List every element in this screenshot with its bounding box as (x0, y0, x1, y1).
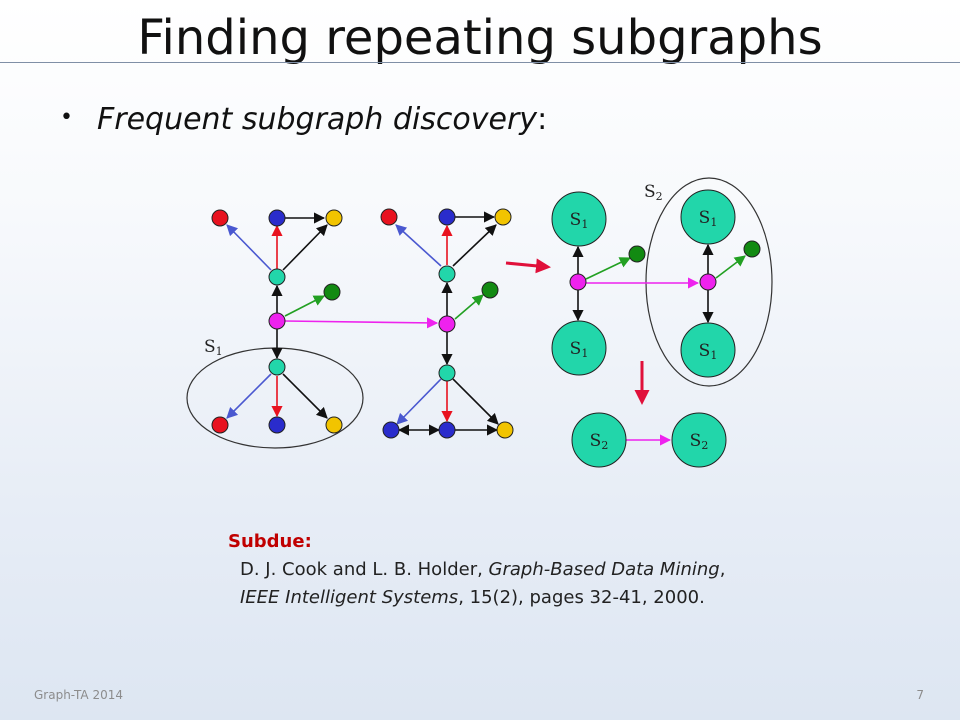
edge (715, 255, 746, 279)
node-blue (438, 421, 456, 439)
node-s1 (680, 189, 736, 245)
edge (226, 224, 272, 271)
reference-line-2: IEEE Intelligent Systems, 15(2), pages 3… (228, 584, 725, 612)
bullet-dot-icon: • (60, 104, 73, 130)
node-yellow (494, 208, 512, 226)
node-blue (268, 209, 286, 227)
node-s1 (680, 322, 736, 378)
node-red (380, 208, 398, 226)
node-yellow (325, 416, 343, 434)
node-red (211, 209, 229, 227)
node-s1-label: S1 (570, 210, 589, 231)
node-teal (438, 364, 456, 382)
input-graph-1: S1 (186, 209, 439, 449)
edge (226, 373, 272, 419)
reference-work-title: Graph-Based Data Mining (488, 559, 720, 580)
compressed-graph-s1: S2 S1 S1 S1 S1 (551, 177, 773, 387)
node-magenta (699, 273, 717, 291)
node-teal (268, 268, 286, 286)
node-red (211, 416, 229, 434)
edge (452, 224, 497, 267)
node-magenta (438, 315, 456, 333)
reference-line-1: D. J. Cook and L. B. Holder, Graph-Based… (240, 559, 726, 580)
node-teal (268, 358, 286, 376)
node-s1-label: S1 (699, 341, 718, 362)
slide-title: Finding repeating subgraphs (137, 10, 823, 66)
s1-region-label: S1 (204, 337, 223, 358)
reference-details: , 15(2), pages 32-41, 2000. (458, 587, 705, 608)
node-s2-label: S2 (590, 431, 609, 452)
title-rule (0, 62, 960, 63)
page-number: 7 (916, 688, 924, 702)
edge (282, 373, 328, 419)
node-magenta (268, 312, 286, 330)
node-green (743, 240, 761, 258)
bullet-text: Frequent subgraph discovery (96, 101, 538, 137)
edge (454, 294, 484, 320)
node-s1-label: S1 (699, 208, 718, 229)
node-green (323, 283, 341, 301)
edge (284, 295, 325, 317)
edge (452, 378, 499, 425)
reference-journal: IEEE Intelligent Systems (240, 587, 459, 608)
edge (395, 224, 442, 267)
s2-region-ellipse (645, 177, 773, 387)
node-s2-label: S2 (690, 431, 709, 452)
node-blue (438, 208, 456, 226)
node-yellow (325, 209, 343, 227)
reference-block: Subdue: D. J. Cook and L. B. Holder, Gra… (228, 528, 725, 612)
compressed-graph-s2: S2 S2 (571, 412, 727, 468)
footer-text: Graph-TA 2014 (34, 688, 123, 702)
node-s2 (571, 412, 627, 468)
edge (282, 224, 328, 271)
node-s1 (551, 191, 607, 247)
node-magenta (569, 273, 587, 291)
node-blue (382, 421, 400, 439)
node-blue (268, 416, 286, 434)
edge (396, 378, 442, 425)
edge (284, 317, 439, 329)
edge (585, 257, 632, 280)
node-s1 (551, 320, 607, 376)
node-yellow (496, 421, 514, 439)
reference-label: Subdue: (228, 531, 312, 552)
node-s2 (671, 412, 727, 468)
node-s1-label: S1 (570, 339, 589, 360)
s2-region-label: S2 (644, 182, 663, 203)
node-green (628, 245, 646, 263)
bullet-suffix: : (537, 101, 548, 137)
bullet-item: • Frequent subgraph discovery: (60, 96, 547, 142)
node-teal (438, 265, 456, 283)
node-green (481, 281, 499, 299)
input-graph-2 (380, 208, 514, 439)
reference-authors: D. J. Cook and L. B. Holder, (240, 559, 489, 580)
transform-arrow-right (505, 258, 551, 274)
